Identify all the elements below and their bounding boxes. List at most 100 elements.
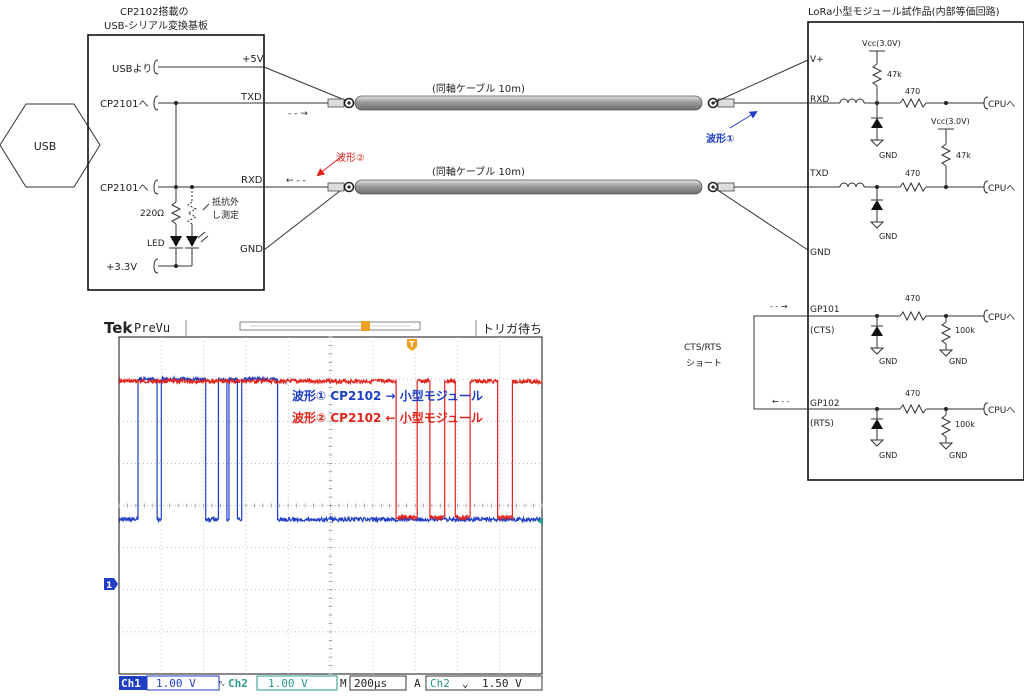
cable-bottom: (同軸ケーブル 10m) ← - - xyxy=(263,165,809,251)
cpu-label: CPUへ xyxy=(988,313,1015,323)
resistor-100k xyxy=(940,321,952,345)
r470-label: 470 xyxy=(905,294,920,303)
connector-bracket xyxy=(153,258,159,274)
timebase: 200µs xyxy=(354,677,387,690)
svg-text:- - →: - - → xyxy=(288,109,308,119)
trigger-level: 1.50 V xyxy=(482,677,522,690)
pin-txd: TXD xyxy=(240,92,262,103)
pin-gp102: GP102 xyxy=(810,399,840,409)
svg-text:← - -: ← - - xyxy=(772,397,790,406)
record-bar xyxy=(239,321,421,331)
r470-label: 470 xyxy=(905,169,920,178)
waveform-trace xyxy=(118,376,543,522)
connector-bracket xyxy=(153,95,159,111)
converter-title-line2: USB-シリアル変換基板 xyxy=(104,19,208,32)
pin-module-txd: TXD xyxy=(809,169,829,179)
svg-text:← - -: ← - - xyxy=(286,176,306,186)
resistor-220 xyxy=(170,201,182,225)
cts-rts-label: CTS/RTS xyxy=(684,343,722,353)
r47k-label: 47k xyxy=(887,70,902,79)
r470-label: 470 xyxy=(905,389,920,398)
pin-vplus: V+ xyxy=(810,55,824,65)
pin-gp101: GP101 xyxy=(810,305,840,315)
legend-wave1: 波形① CP2102 → 小型モジュール xyxy=(292,388,483,403)
gnd-label: GND xyxy=(879,232,897,241)
cts-rts-short-wire xyxy=(753,315,808,410)
led-diode-icon xyxy=(186,236,198,247)
zener-icon xyxy=(871,419,883,429)
trigger-source: Ch2 xyxy=(430,677,450,690)
trigger-level-marker xyxy=(537,517,543,525)
ch2-name: Ch2 xyxy=(228,677,248,690)
trigger-prefix: A xyxy=(414,677,421,690)
cable-top: (同軸ケーブル 10m) - - → xyxy=(263,59,809,119)
resistor-47k xyxy=(871,63,883,87)
r470-label: 470 xyxy=(905,87,920,96)
module-title: LoRa小型モジュール試作品(内部等価回路) xyxy=(808,5,1000,18)
timebase-prefix: M xyxy=(340,677,347,690)
scope-mode: PreVu xyxy=(134,321,170,335)
ch1-badge xyxy=(119,676,147,690)
gnd-label: GND xyxy=(879,451,897,460)
pin-module-rxd: RXD xyxy=(810,95,829,105)
resistor-470 xyxy=(899,403,927,415)
zener-icon xyxy=(871,326,883,336)
label-cp2101-top: CP2101へ xyxy=(100,99,148,110)
ch2-scale: 1.00 V xyxy=(268,677,308,690)
cpu-label: CPUへ xyxy=(988,406,1015,416)
gnd-label: GND xyxy=(949,451,967,460)
ch1-scale: 1.00 V xyxy=(156,677,196,690)
converter-title-line1: CP2102搭載の xyxy=(120,5,188,18)
trigger-marker-label: T xyxy=(409,340,415,349)
resistor-removed xyxy=(186,201,198,225)
vcc-label: Vcc(3.0V) xyxy=(931,117,970,126)
pin-module-gnd: GND xyxy=(810,248,831,258)
zener-icon xyxy=(871,118,883,128)
r100k-label: 100k xyxy=(955,326,975,335)
scope-brand: Tek xyxy=(104,319,133,337)
resistor-470 xyxy=(899,310,927,322)
ch1-ground-marker xyxy=(104,578,118,590)
led-diode-icon xyxy=(170,236,182,247)
resistor-470 xyxy=(899,97,927,109)
ch1-name: Ch1 xyxy=(121,677,141,690)
cpu-label: CPUへ xyxy=(988,100,1015,110)
r100k-label: 100k xyxy=(955,420,975,429)
label-3v3: +3.3V xyxy=(106,262,137,273)
pin-rts: (RTS) xyxy=(810,419,834,429)
label-usb-from: USBより xyxy=(112,63,152,75)
cpu-label: CPUへ xyxy=(988,184,1015,194)
oscilloscope: Tek PreVu トリガ待ち T 波形① CP2102 → 小型モジュール 波… xyxy=(104,319,543,691)
inductor xyxy=(839,182,865,188)
usb-connector-shape xyxy=(0,103,101,188)
inductor xyxy=(839,98,865,104)
gnd-label: GND xyxy=(879,151,897,160)
short-label: ショート xyxy=(686,359,722,369)
connector-bracket xyxy=(153,59,159,75)
usb-label: USB xyxy=(34,140,57,153)
cable-bottom-label: (同軸ケーブル 10m) xyxy=(432,165,525,178)
led-label: LED xyxy=(147,239,165,249)
waveform-trace xyxy=(118,374,543,524)
gnd-label: GND xyxy=(949,357,967,366)
graticule-grid xyxy=(118,336,543,675)
module-outline xyxy=(807,21,1024,481)
pin-5v: +5V xyxy=(242,54,264,65)
pin-rxd: RXD xyxy=(241,175,263,186)
trigger-marker-icon xyxy=(407,339,417,351)
converter-board: CP2102搭載の USB-シリアル変換基板 USBより CP2101へ CP2… xyxy=(87,5,265,291)
resistor-47k xyxy=(940,143,952,167)
connector-bracket xyxy=(153,179,159,195)
label-cp2101-bottom: CP2101へ xyxy=(100,183,148,194)
trigger-slope: ⌄ xyxy=(462,677,469,690)
note-line1: 抵抗外 xyxy=(212,196,239,208)
pin-gnd: GND xyxy=(240,244,263,255)
ch2-bw-prefix: ᴮᵥ xyxy=(219,680,225,688)
vcc-label: Vcc(3.0V) xyxy=(862,39,901,48)
pin-cts: (CTS) xyxy=(810,326,835,336)
ch1-marker-label: 1 xyxy=(106,581,112,591)
gnd-label: GND xyxy=(879,357,897,366)
ch1-waveform xyxy=(118,374,543,524)
r47k-label: 47k xyxy=(956,151,971,160)
